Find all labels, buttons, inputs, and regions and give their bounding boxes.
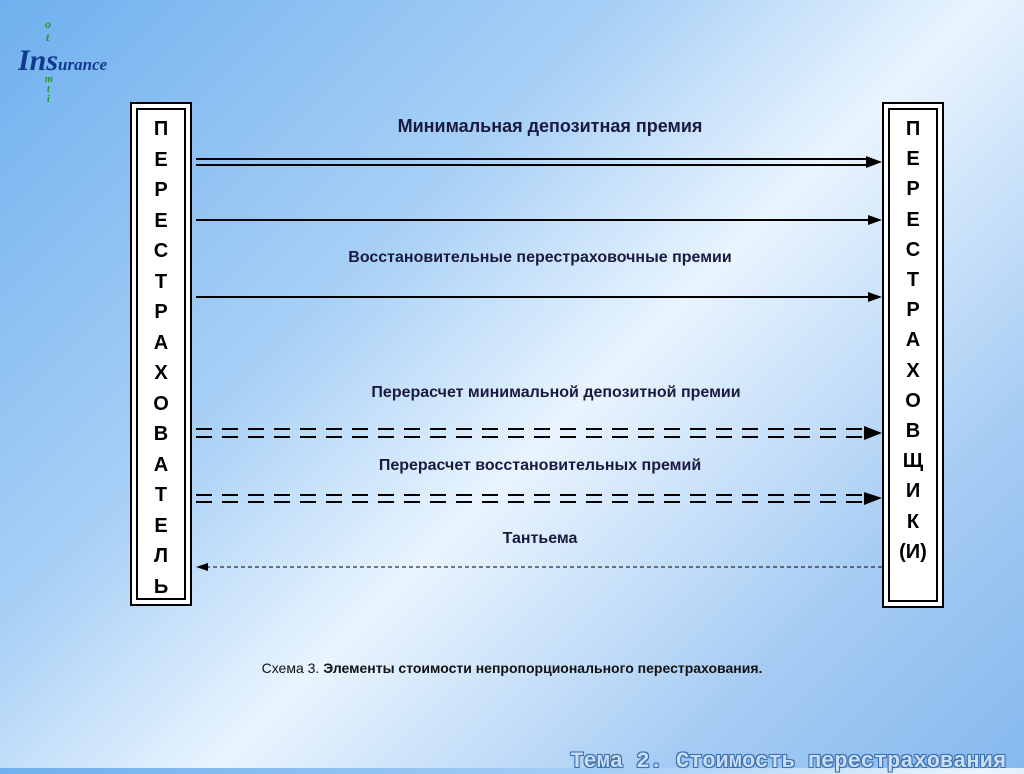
right-letter: Т [906,269,920,292]
flow-tantieme-arrow [196,563,884,571]
topic-footer-title: Тема 2. Стоимость перестрахования [570,749,1006,774]
reinsurer-party-inner-frame [888,108,938,602]
left-letter: Х [154,362,168,384]
right-letter: П [905,118,921,140]
right-letter: Х [906,359,920,382]
left-letter: Т [154,484,168,506]
right-letter: Е [906,208,920,231]
left-letter: Ь [153,575,169,598]
left-letter: П [153,118,169,140]
flow-min-deposit-arrow [196,156,882,168]
logo-letter: t [46,30,50,44]
right-letter: Е [906,148,920,171]
caption-prefix: Схема 3. [261,660,324,676]
right-letter: В [905,420,921,443]
logo-letter: t [47,84,50,95]
flow-label-min-deposit: Минимальная депозитная премия [397,116,703,136]
left-letter: Е [154,148,168,171]
right-letter: А [905,329,921,352]
left-letter: Л [153,545,169,567]
left-letter: Р [154,301,168,323]
flow-label-recalc-reinstatement: Перерасчет восстановительных премий [378,457,702,474]
reinsured-party-inner-frame [136,108,186,600]
flow-label-reinstatement: Восстановительные перестраховочные преми… [348,249,732,266]
flow-recalc-reinstatement-arrow [196,492,882,505]
right-letter: Щ [902,450,924,473]
left-letter: Е [154,514,168,537]
left-letter: А [153,331,169,354]
left-letter: В [153,423,169,445]
left-letter: Е [154,209,168,232]
right-letter: О [905,389,921,412]
logo-letter: i [47,94,50,105]
diagram-caption: Схема 3. Элементы стоимости непропорцион… [0,660,1024,676]
right-letter: (И) [899,540,927,563]
logo-word: Insurance [18,44,107,78]
insurance-logo: o t Insurance m t i [18,14,138,105]
logo-letter: m [45,74,53,85]
logo-word-big: Ins [18,44,59,77]
left-letter: С [153,240,169,262]
right-letter: И [905,480,921,503]
right-letter: К [906,510,920,533]
flow-label-recalc-deposit: Перерасчет минимальной депозитной премии [371,384,741,401]
flow-reinstatement-arrow-lower [196,292,882,302]
logo-letter: o [45,17,51,31]
flow-label-tantieme: Тантьема [502,530,578,547]
flow-reinstatement-arrow-upper [196,215,882,225]
left-letter: Р [154,179,168,201]
left-letter: А [153,453,169,476]
right-letter: С [905,238,921,261]
right-letter: Р [906,299,920,322]
left-letter: Т [154,270,168,293]
logo-word-small: urance [58,55,108,74]
caption-title: Элементы стоимости непропорционального п… [323,660,763,676]
right-letter: Р [906,178,920,201]
left-letter: О [153,392,169,415]
flow-recalc-deposit-arrow [196,426,882,440]
